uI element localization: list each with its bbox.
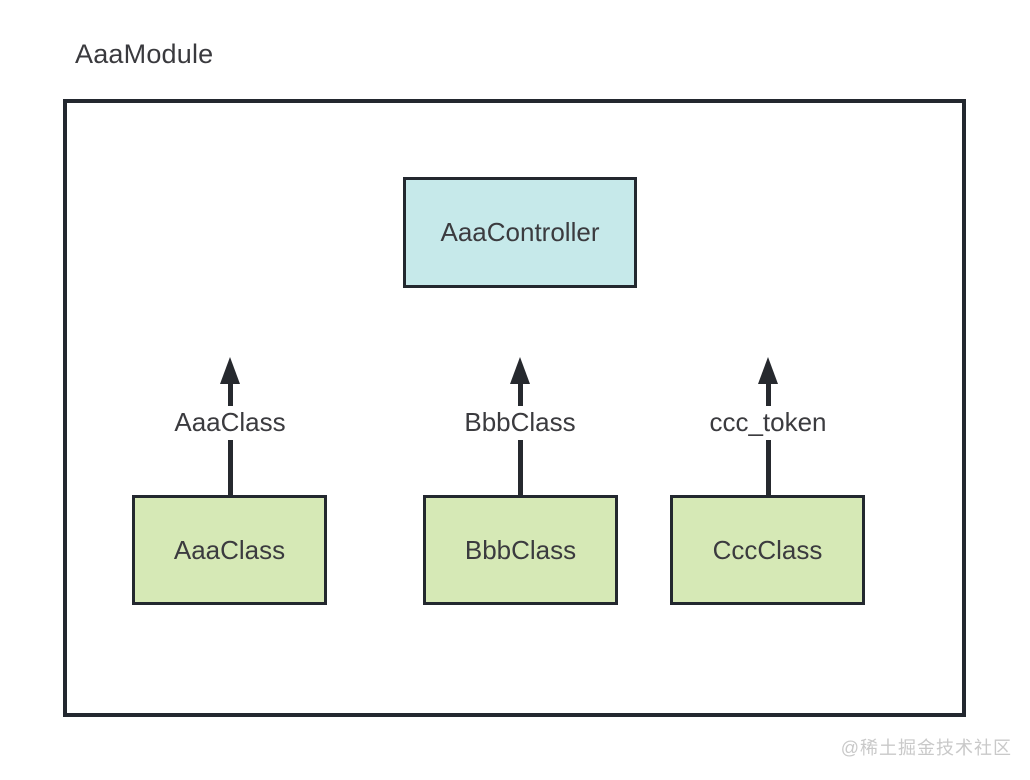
dependency-arrow: BbbClass	[420, 357, 620, 495]
dependency-arrow: ccc_token	[668, 357, 868, 495]
arrow-line-lower	[227, 440, 233, 495]
arrow-up-icon	[758, 357, 778, 384]
arrow-line-upper	[765, 382, 771, 406]
arrow-up-icon	[510, 357, 530, 384]
arrow-label: AaaClass	[174, 407, 286, 437]
provider-label: CccClass	[712, 534, 823, 565]
provider-label: BbbClass	[464, 534, 577, 565]
provider-box: AaaClass	[132, 495, 327, 605]
provider-box: BbbClass	[423, 495, 618, 605]
watermark: @稀土掘金技术社区	[840, 738, 1012, 758]
arrow-line-lower	[765, 440, 771, 495]
arrow-line-upper	[517, 382, 523, 406]
provider-label: AaaClass	[173, 534, 286, 565]
controller-box: AaaController	[403, 177, 637, 288]
provider-box: CccClass	[670, 495, 865, 605]
arrow-line-lower	[517, 440, 523, 495]
module-title: AaaModule	[75, 39, 214, 69]
dependency-arrow: AaaClass	[130, 357, 330, 495]
arrow-up-icon	[220, 357, 240, 384]
arrow-label: ccc_token	[709, 407, 827, 437]
arrow-label: BbbClass	[464, 407, 576, 437]
arrow-line-upper	[227, 382, 233, 406]
controller-label: AaaController	[440, 217, 600, 247]
